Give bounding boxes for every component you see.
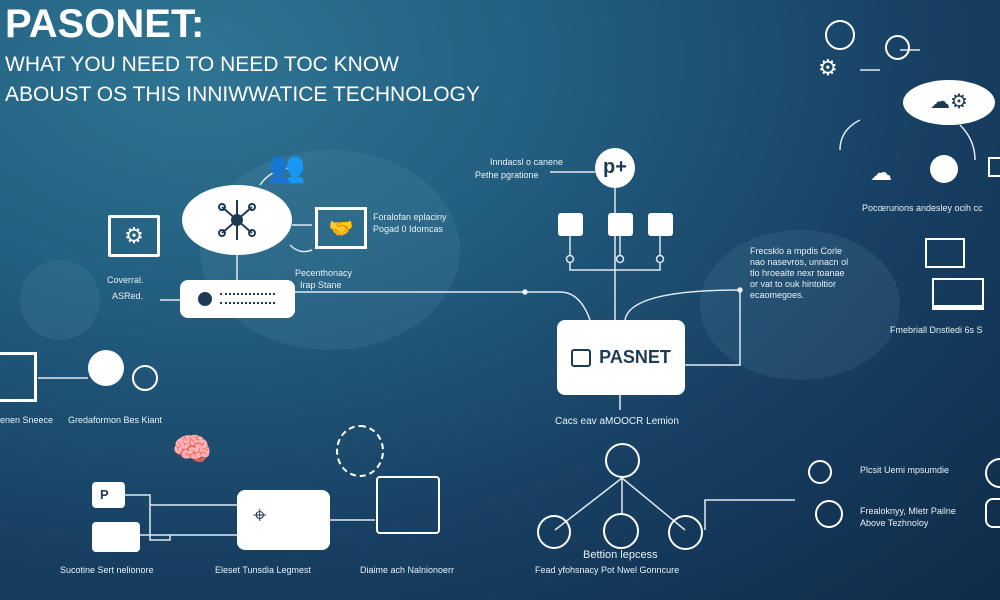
label: ASRed. [112,291,144,301]
gear-icon: ⚙ [818,55,838,80]
label: Pecenthonacy [295,268,353,278]
paragraph-line: or vat to ouk hintoltior [750,279,837,289]
line-icon [220,302,275,305]
label: Plcsit Uemi mpsumdie [860,465,950,475]
label: Gredaformon Bes Kiant [68,415,163,425]
pasnet-main-node: PASNET [557,320,685,395]
label: Diaime ach Nalnionoerr [360,565,455,575]
clipboard-icon [336,425,384,477]
main-caption: Cacs eav aMOOCR Lemion [555,416,679,427]
chart-node-icon [605,443,640,478]
paragraph-line: ecaomegoes. [750,290,805,300]
handshake-monitor-icon: 🤝 [315,207,367,249]
description-paragraph: Frecsklo a mpdis Corle nao nasevros, unn… [750,246,848,301]
network-icon [218,200,256,240]
chip-icon [930,155,958,183]
user-icon [815,500,843,528]
world-map-shape [700,230,900,380]
cloud-gear-node: ☁⚙ [903,80,995,125]
cloud-user-icon: ☁ [870,160,892,185]
server-node [648,213,673,236]
server-node [558,213,583,236]
label: Frealoknyy, Mletr Pailne [860,506,956,516]
network-hub-node [182,185,292,255]
laptop-icon [988,157,1000,177]
browser-window-icon [0,352,37,402]
monitor-icon [925,238,965,268]
label: Bettion lepcess [583,549,658,561]
brain-icon: 🧠 [172,431,212,467]
subtitle-line-1: WHAT YOU NEED TO NEED TOC KNOW [5,53,400,76]
gear-icon [132,365,158,391]
storage-node [180,280,295,318]
line-icon [220,293,275,296]
title: PASONET: [5,2,205,46]
label: Pethe pgratione [475,170,539,180]
bokeh-circle [20,260,100,340]
chat-node-icon [537,515,571,549]
label: Above Tezhnoloy [860,518,929,528]
subtitle-line-2: ABOUST OS THIS INNIWWATICE TECHNOLOGY [5,83,480,106]
disk-icon [198,292,212,306]
location-document-node: ⌖ [237,490,330,550]
user-avatar-icon [985,498,1000,528]
label: Sucotine Sert nelionore [60,565,154,575]
main-node-label: PASNET [599,347,671,367]
user-node-icon [603,513,639,549]
label: Fead yfohsnacy Pot Nwel Gonncure [535,565,680,575]
p-box: P [92,482,125,508]
label: enen Sneece [0,415,54,425]
paragraph-line: tlo hroeaite nexr toanae [750,268,845,278]
chat-icon [825,20,855,50]
gear-monitor-icon: ⚙ [108,215,160,257]
document-user-icon [376,476,440,534]
label: Coverral. [107,275,144,285]
label: Fmebriall Dnstledi 6s S [890,325,983,335]
label: Eleset Tunsdia Legmest [215,565,312,575]
search-user-icon [808,460,832,484]
label: Foralofan eplaciny [373,212,447,222]
paragraph-line: nao nasevros, unnacn ol [750,257,849,267]
database-icon [885,35,910,60]
laptop-chart-icon [932,278,984,310]
label: Inndacsl o canene [490,157,564,167]
certificate-badge-icon [88,350,124,386]
label: Pogad 0 Idomcas [373,224,444,234]
label: Irap Stane [300,280,342,290]
p-plus-logo: p+ [595,148,635,188]
label: Pocœrurions andesley ocih cc [862,203,983,213]
nodes-box [92,522,140,552]
paragraph-line: Frecsklo a mpdis Corle [750,246,843,256]
map-pin-icon: ⌖ [253,502,267,529]
people-icon: 👥 [267,150,306,185]
camera-icon [571,348,592,367]
server-node [608,213,633,236]
laptop-node-icon [668,515,703,550]
